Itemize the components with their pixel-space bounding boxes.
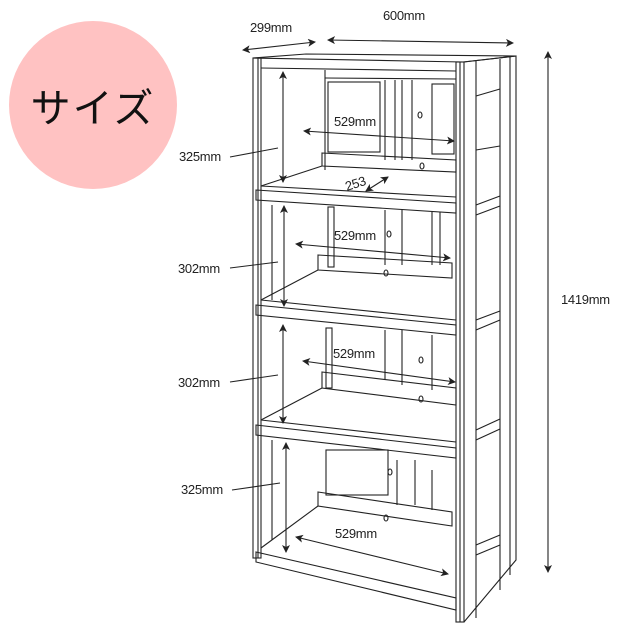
compartment-3-width: 529mm [333, 346, 375, 361]
total-height-label: 1419mm [561, 292, 610, 307]
width-arrow [327, 36, 514, 47]
depth-label: 299mm [250, 20, 292, 35]
compartment-4-height: 325mm [181, 482, 223, 497]
compartment-1-height: 325mm [179, 149, 221, 164]
compartment-3-height: 302mm [178, 375, 220, 390]
depth-arrow [242, 38, 316, 54]
compartment-2-height: 302mm [178, 261, 220, 276]
size-badge-label: サイズ [30, 86, 156, 132]
size-badge: サイズ [9, 21, 177, 189]
compartment-1-width: 529mm [334, 114, 376, 129]
compartment-4-width: 529mm [335, 526, 377, 541]
compartment-2-width: 529mm [334, 228, 376, 243]
width-label: 600mm [383, 8, 425, 23]
